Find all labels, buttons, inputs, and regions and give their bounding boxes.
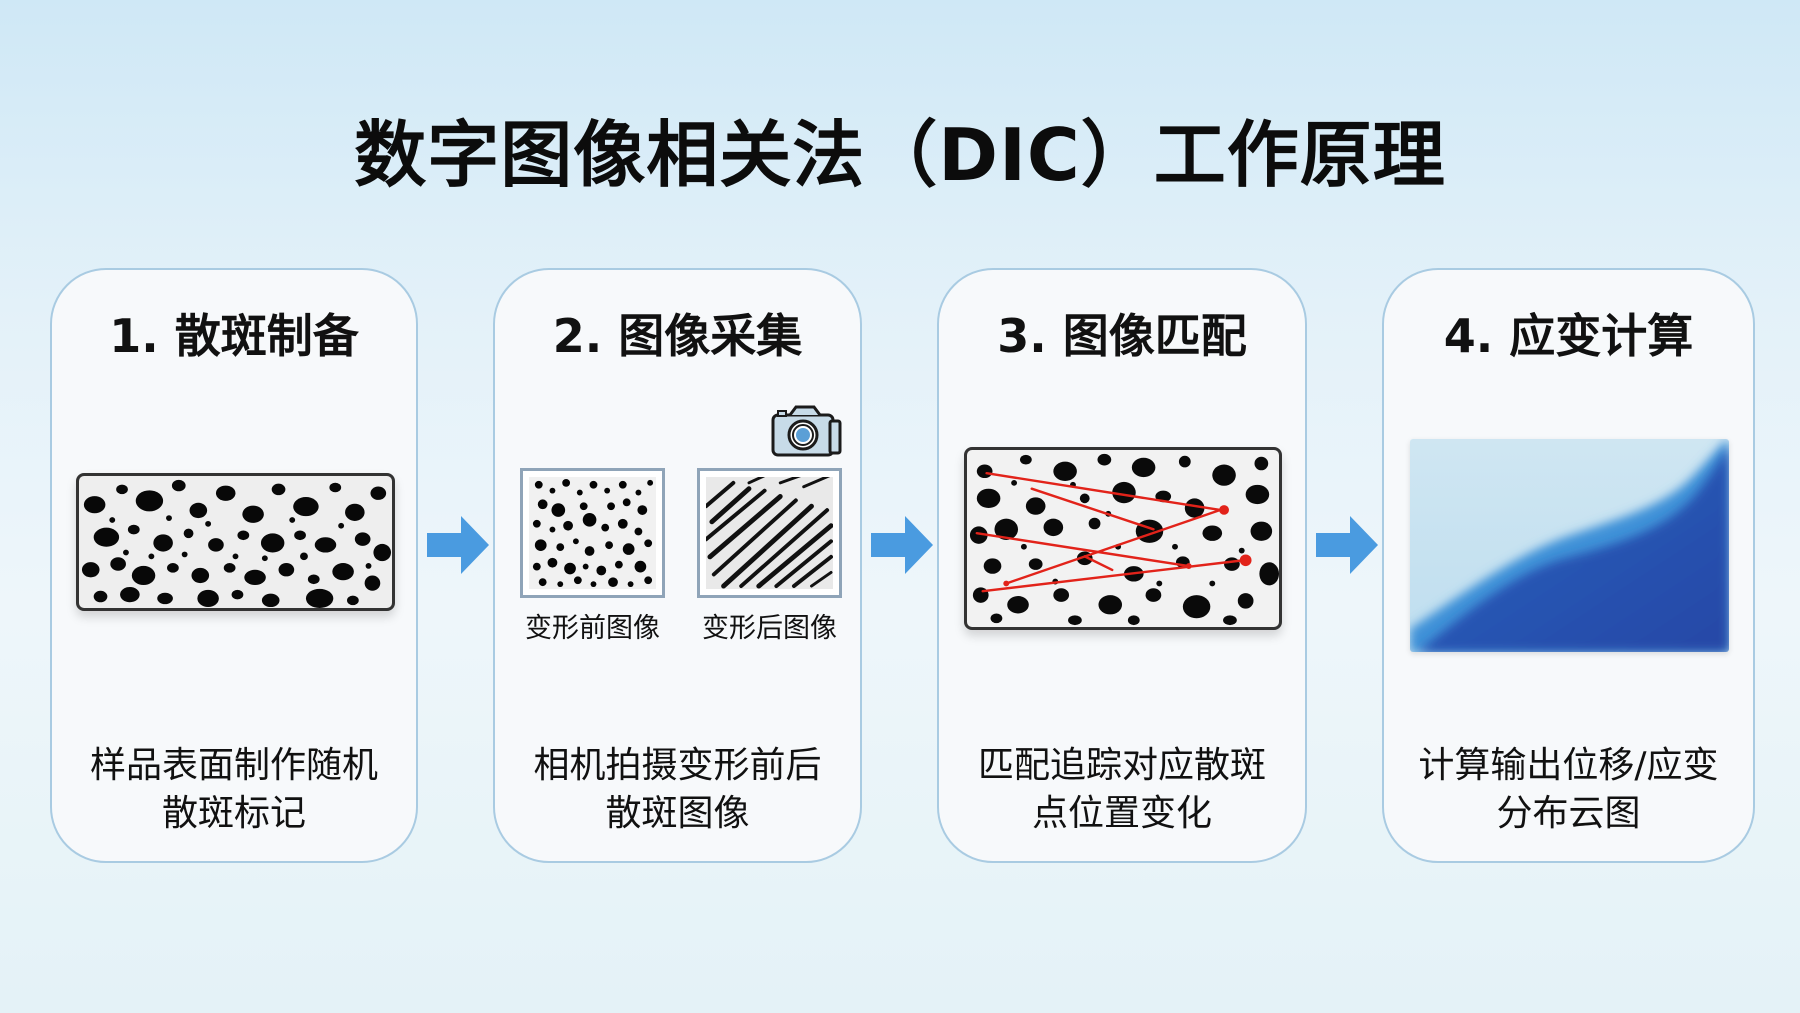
before-deformation-image bbox=[520, 468, 665, 598]
right-arrow-icon bbox=[1316, 516, 1378, 574]
speckle-pattern-image bbox=[76, 473, 395, 611]
right-arrow-icon bbox=[871, 516, 933, 574]
step-card-1: 1. 散斑制备 bbox=[50, 268, 418, 863]
step-description: 匹配追踪对应散斑 点位置变化 bbox=[977, 745, 1266, 834]
before-image-label: 变形前图像 bbox=[525, 613, 660, 644]
step-card-3: 3. 图像匹配 bbox=[937, 268, 1307, 863]
speckle-match-image bbox=[964, 447, 1282, 630]
step-card-4: 4. 应变计算 计算输出位移/应变 分布云图 bbox=[1382, 268, 1755, 863]
after-image-label: 变形后图像 bbox=[702, 613, 837, 644]
step-title: 1. 散斑制备 bbox=[109, 309, 359, 363]
step-title: 4. 应变计算 bbox=[1443, 309, 1694, 363]
after-deformation-image bbox=[697, 468, 842, 598]
page-title: 数字图像相关法（DIC）工作原理 bbox=[354, 113, 1446, 197]
right-arrow-icon bbox=[427, 516, 489, 574]
step-title: 3. 图像匹配 bbox=[997, 309, 1247, 363]
step-card-2: 2. 图像采集 bbox=[493, 268, 862, 863]
step-description: 相机拍摄变形前后 散斑图像 bbox=[533, 745, 822, 834]
step-description: 样品表面制作随机 散斑标记 bbox=[89, 745, 378, 834]
strain-contour-map bbox=[1410, 439, 1729, 652]
step-title: 2. 图像采集 bbox=[552, 309, 803, 363]
step-description: 计算输出位移/应变 分布云图 bbox=[1418, 745, 1719, 834]
camera-icon bbox=[771, 405, 842, 457]
